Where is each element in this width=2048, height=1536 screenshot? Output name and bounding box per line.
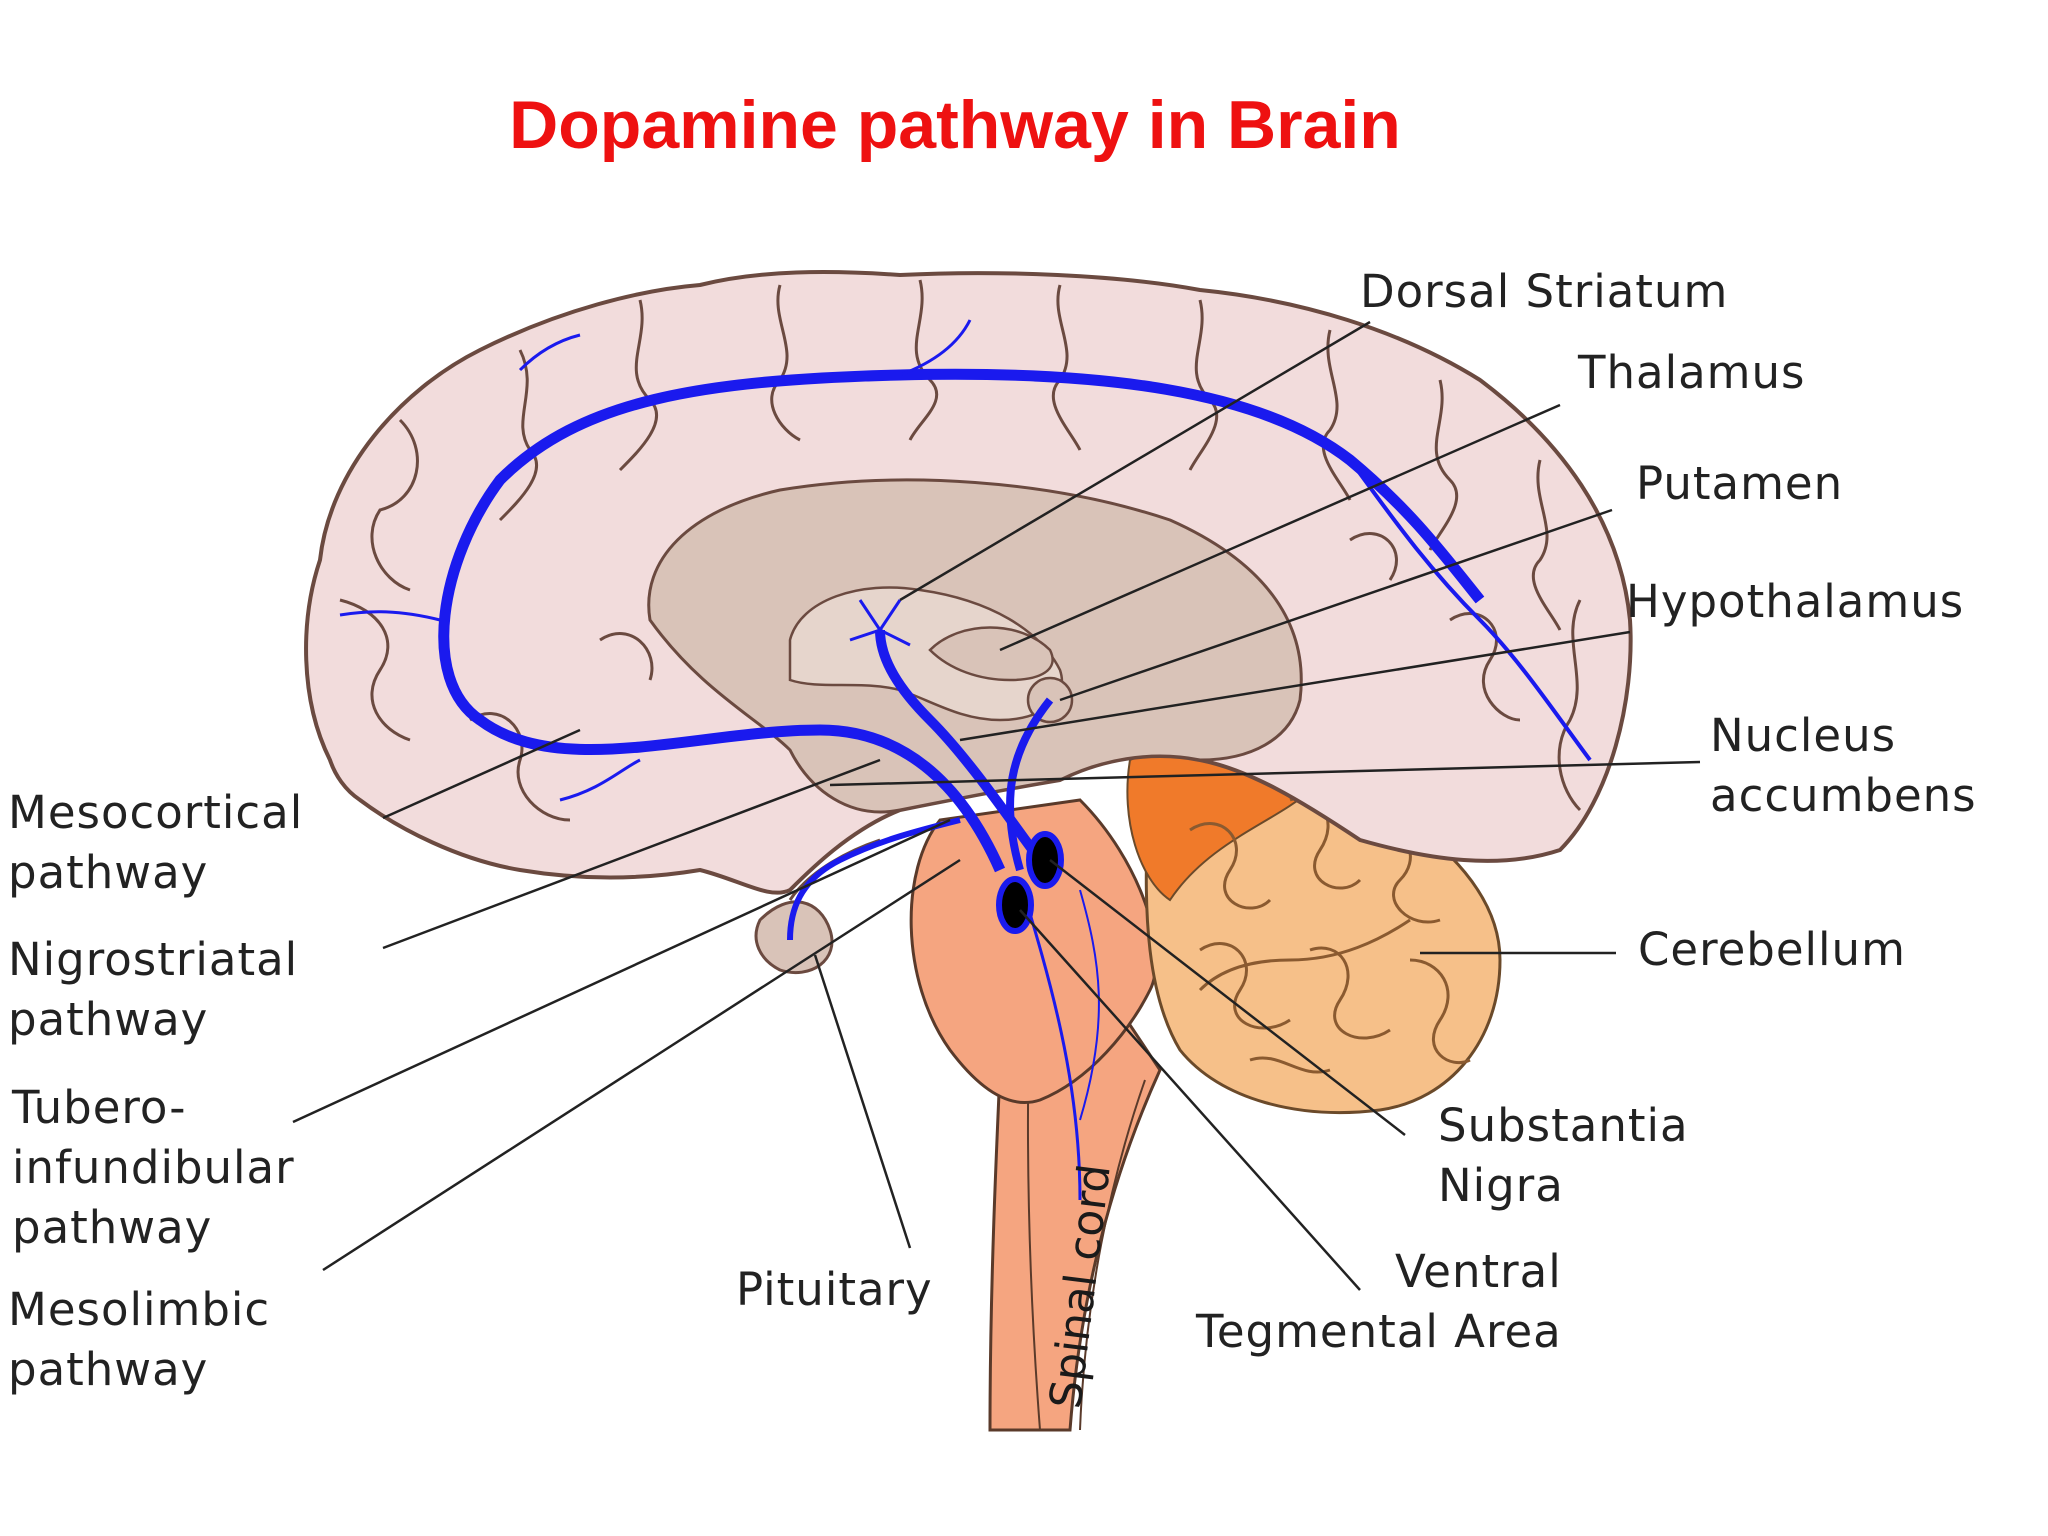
leader-hypothalamus — [959, 630, 1631, 742]
label-tuberoinfundibular: Tubero- infundibular pathway — [12, 1081, 295, 1254]
leader-nigrostriatal — [382, 758, 881, 950]
leader-lines — [292, 320, 1701, 1291]
page-title: Dopamine pathway in Brain — [509, 87, 1401, 163]
label-nigrostriatal: Nigrostriatal pathway — [8, 933, 299, 1046]
label-mesolimbic: Mesolimbic pathway — [8, 1283, 271, 1396]
leader-mesolimbic — [322, 858, 961, 1272]
label-thalamus: Thalamus — [1578, 346, 1806, 399]
leader-nucleus-accumbens — [829, 760, 1701, 787]
leader-dorsal-striatum — [899, 320, 1371, 602]
tuberoinfundibular-path — [787, 817, 961, 941]
vta-soma — [996, 876, 1034, 934]
label-hypothalamus: Hypothalamus — [1626, 575, 1965, 628]
label-dorsal-striatum: Dorsal Striatum — [1360, 265, 1729, 318]
label-nucleus-accumbens: Nucleus accumbens — [1710, 709, 1977, 822]
leader-vta — [1019, 909, 1361, 1291]
leader-substantia-nigra — [1049, 859, 1406, 1136]
mesolimbic-path — [1006, 697, 1054, 872]
leader-thalamus — [999, 403, 1561, 652]
leader-putamen — [1059, 508, 1613, 702]
substantia-nigra-soma — [1026, 831, 1064, 889]
leader-tuberoinfundibular — [292, 818, 951, 1124]
label-putamen: Putamen — [1636, 457, 1844, 510]
label-pituitary: Pituitary — [736, 1263, 933, 1316]
dopamine-pathways — [339, 319, 1592, 1201]
label-ventral-tegmental-area: Ventral Tegmental Area — [1196, 1245, 1562, 1358]
leader-mesocortical — [382, 728, 581, 820]
label-cerebellum: Cerebellum — [1638, 923, 1906, 976]
label-mesocortical: Mesocortical pathway — [8, 786, 304, 899]
mesocortical-path — [438, 368, 1485, 873]
leader-pituitary — [813, 954, 912, 1249]
label-substantia-nigra: Substantia Nigra — [1438, 1099, 1689, 1212]
